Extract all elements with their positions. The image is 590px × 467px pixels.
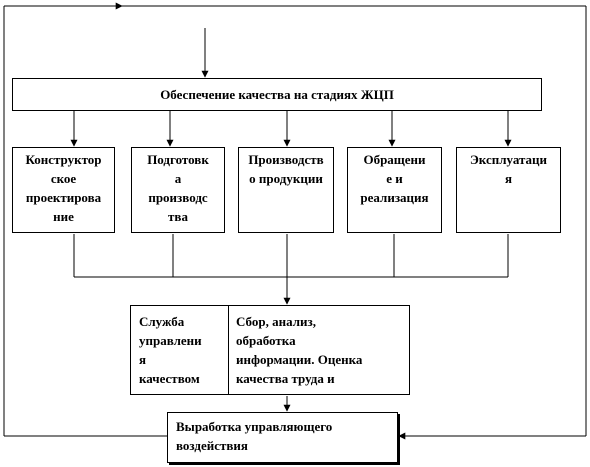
stage-box-design: Конструктор ское проектирова ние <box>12 147 115 233</box>
stage-box-circulation: Обращени е и реализация <box>347 147 442 233</box>
top-box: Обеспечение качества на стадиях ЖЦП <box>12 78 542 111</box>
quality-service-box: Служба управлени я качеством <box>130 305 229 395</box>
stage-box-operation: Эксплуатаци я <box>456 147 561 233</box>
information-processing-box: Сбор, анализ, обработка информации. Оцен… <box>228 305 410 395</box>
stage-box-preparation: Подготовк а производс тва <box>131 147 225 233</box>
control-action-box: Выработка управляющего воздействия <box>167 412 398 463</box>
stage-box-production: Производств о продукции <box>238 147 334 233</box>
